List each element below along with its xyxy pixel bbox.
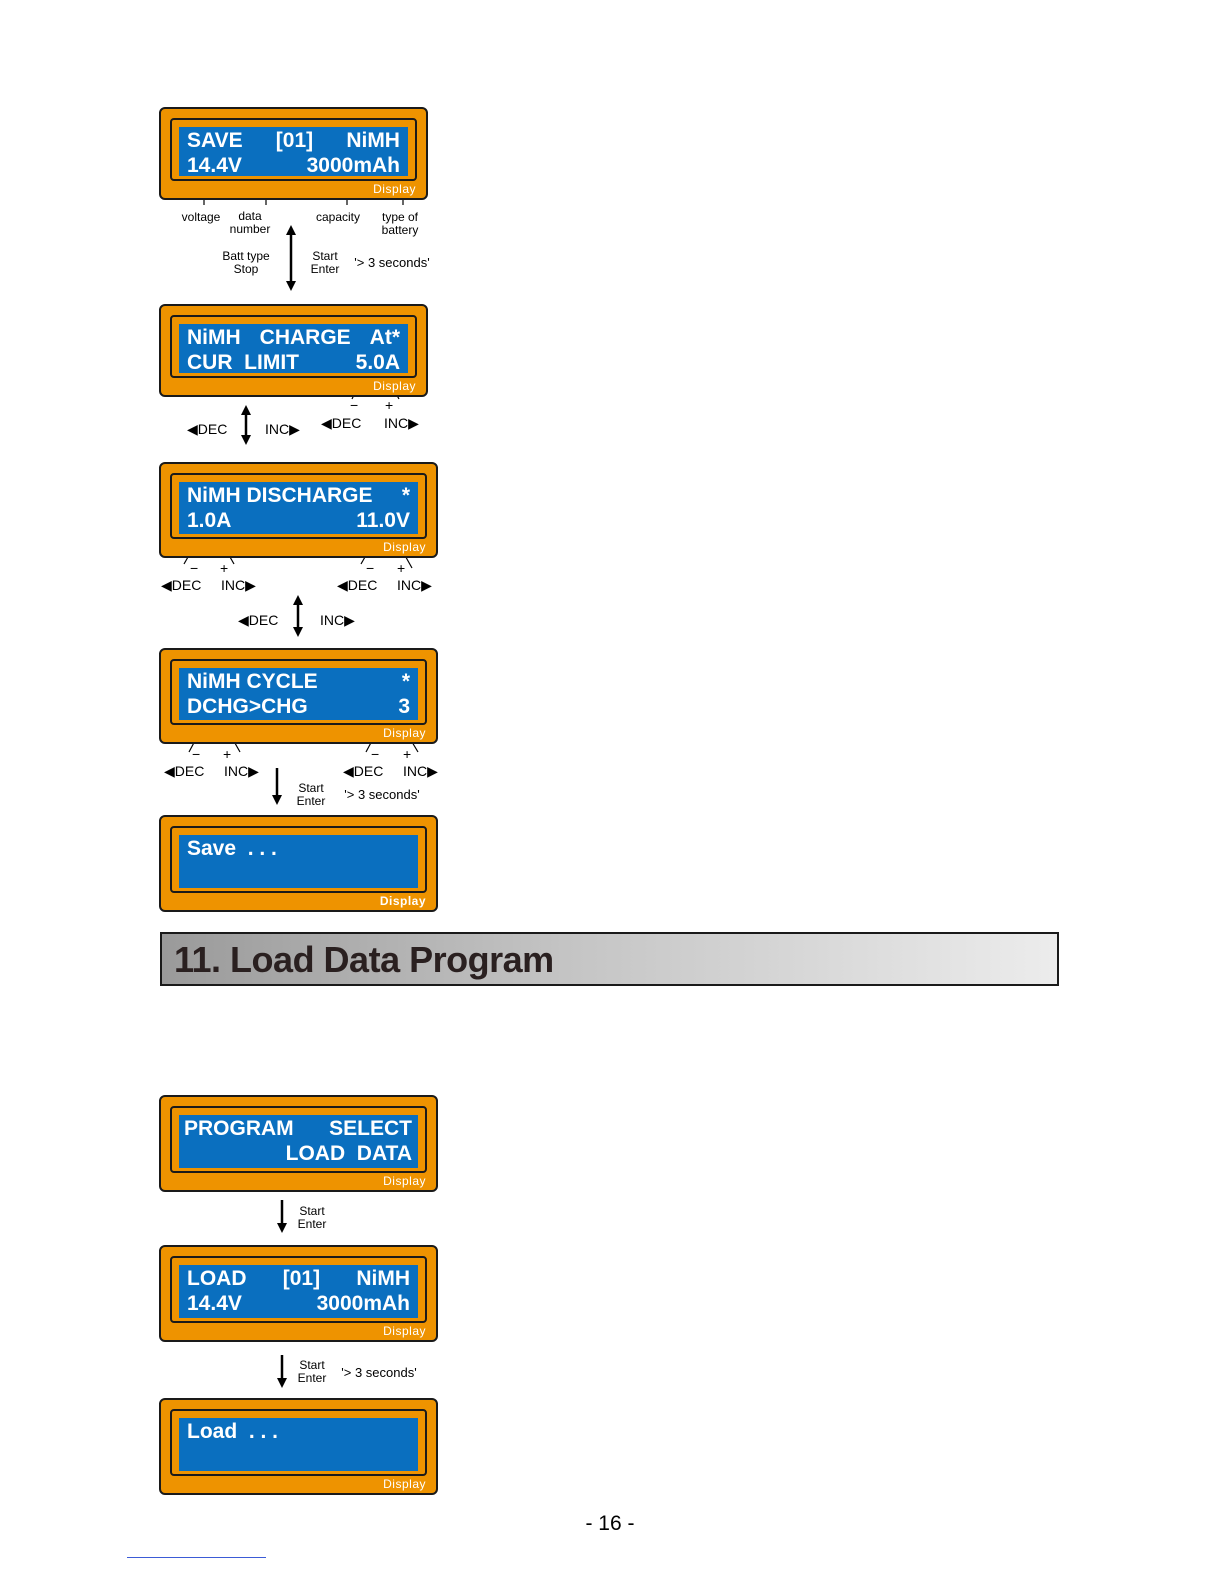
section-title-banner: 11. Load Data Program bbox=[160, 932, 1059, 986]
lcd-text: SELECT bbox=[329, 1117, 412, 1140]
start-enter-label: Start Enter bbox=[297, 1358, 327, 1385]
lcd-text: NiMH bbox=[187, 326, 241, 349]
display-label: Display bbox=[383, 1174, 426, 1188]
page-number: - 16 - bbox=[585, 1512, 635, 1535]
lcd-load-screen: LOAD [01] NiMH 14.4V 3000mAh Display bbox=[159, 1245, 438, 1342]
lcd-charge-screen: NiMH CHARGE At* CUR LIMIT 5.0A Display bbox=[159, 304, 428, 397]
plus-sign: + bbox=[223, 746, 232, 762]
lcd-text: 14.4V bbox=[187, 1292, 242, 1315]
start-enter-label: Start Enter bbox=[296, 781, 326, 808]
lcd-cycle-screen: NiMH CYCLE * DCHG>CHG 3 Display bbox=[159, 648, 438, 744]
lcd-text: 3000mAh bbox=[306, 154, 400, 177]
minus-sign: − bbox=[371, 746, 380, 762]
dec-key-label: ◀DEC bbox=[238, 612, 279, 628]
lcd-text: NiMH bbox=[346, 129, 400, 152]
lcd-text: SAVE bbox=[187, 129, 243, 152]
voltage-label: voltage bbox=[181, 210, 221, 224]
display-label: Display bbox=[379, 894, 426, 908]
lcd-text: * bbox=[401, 484, 410, 507]
lcd-text: [01] bbox=[275, 129, 314, 152]
minus-sign: − bbox=[350, 397, 359, 413]
three-seconds-label: '> 3 seconds' bbox=[341, 1365, 417, 1380]
lcd-text: CHARGE bbox=[259, 326, 351, 349]
type-of-battery-label: type of battery bbox=[381, 210, 419, 237]
capacity-label: capacity bbox=[315, 210, 361, 224]
lcd-text: LOAD bbox=[187, 1267, 247, 1290]
lcd-text: 5.0A bbox=[355, 351, 400, 374]
plus-sign: + bbox=[385, 397, 394, 413]
inc-key-label: INC▶ bbox=[265, 421, 300, 437]
start-enter-label: Start Enter bbox=[297, 1204, 327, 1231]
three-seconds-label: '> 3 seconds' bbox=[344, 787, 420, 802]
dec-key-label: ◀DEC bbox=[337, 577, 378, 593]
start-enter-label: Start Enter bbox=[310, 249, 340, 276]
footer-underline bbox=[127, 1557, 266, 1558]
display-label: Display bbox=[383, 726, 426, 740]
data-number-label: data number bbox=[229, 209, 271, 236]
lcd-text: [01] bbox=[282, 1267, 321, 1290]
inc-key-label: INC▶ bbox=[221, 577, 256, 593]
lcd-text: 3 bbox=[398, 695, 410, 718]
plus-sign: + bbox=[403, 746, 412, 762]
lcd-text: LOAD DATA bbox=[285, 1142, 412, 1165]
batt-type-stop-label: Batt type Stop bbox=[222, 249, 270, 276]
lcd-text: 3000mAh bbox=[316, 1292, 410, 1315]
lcd-text: PROGRAM bbox=[184, 1117, 294, 1140]
display-label: Display bbox=[383, 540, 426, 554]
three-seconds-label: '> 3 seconds' bbox=[354, 255, 430, 270]
lcd-text: DCHG>CHG bbox=[187, 695, 308, 718]
dec-key-label: ◀DEC bbox=[187, 421, 228, 437]
inc-key-label: INC▶ bbox=[384, 415, 419, 431]
minus-sign: − bbox=[192, 746, 201, 762]
lcd-text: NiMH CYCLE bbox=[187, 670, 318, 693]
display-label: Display bbox=[373, 379, 416, 393]
display-label: Display bbox=[383, 1477, 426, 1491]
minus-sign: − bbox=[190, 560, 199, 576]
plus-sign: + bbox=[397, 560, 406, 576]
minus-sign: − bbox=[366, 560, 375, 576]
lcd-text: NiMH DISCHARGE bbox=[187, 484, 373, 507]
lcd-text: CUR LIMIT bbox=[187, 351, 299, 374]
lcd-text: Save . . . bbox=[187, 837, 277, 860]
lcd-discharge-screen: NiMH DISCHARGE * 1.0A 11.0V Display bbox=[159, 462, 438, 558]
dec-key-label: ◀DEC bbox=[161, 577, 202, 593]
inc-key-label: INC▶ bbox=[403, 763, 438, 779]
inc-key-label: INC▶ bbox=[397, 577, 432, 593]
lcd-text: Load . . . bbox=[187, 1420, 279, 1443]
lcd-save-screen: SAVE [01] NiMH 14.4V 3000mAh Display bbox=[159, 107, 428, 200]
dec-key-label: ◀DEC bbox=[164, 763, 205, 779]
section-title: 11. Load Data Program bbox=[174, 939, 554, 980]
inc-key-label: INC▶ bbox=[320, 612, 355, 628]
lcd-program-select-screen: PROGRAM SELECT LOAD DATA Display bbox=[159, 1095, 438, 1192]
inc-key-label: INC▶ bbox=[224, 763, 259, 779]
lcd-text: At* bbox=[369, 326, 400, 349]
lcd-text: NiMH bbox=[356, 1267, 410, 1290]
dec-key-label: ◀DEC bbox=[343, 763, 384, 779]
lcd-text: * bbox=[401, 670, 410, 693]
lcd-text: 1.0A bbox=[187, 509, 232, 532]
plus-sign: + bbox=[220, 560, 229, 576]
lcd-text: 14.4V bbox=[187, 154, 242, 177]
lcd-loading-screen: Load . . . Display bbox=[159, 1398, 438, 1495]
display-label: Display bbox=[383, 1324, 426, 1338]
lcd-text: 11.0V bbox=[356, 509, 410, 532]
display-label: Display bbox=[373, 182, 416, 196]
dec-key-label: ◀DEC bbox=[321, 415, 362, 431]
lcd-saving-screen: Save . . . Display bbox=[159, 815, 438, 912]
